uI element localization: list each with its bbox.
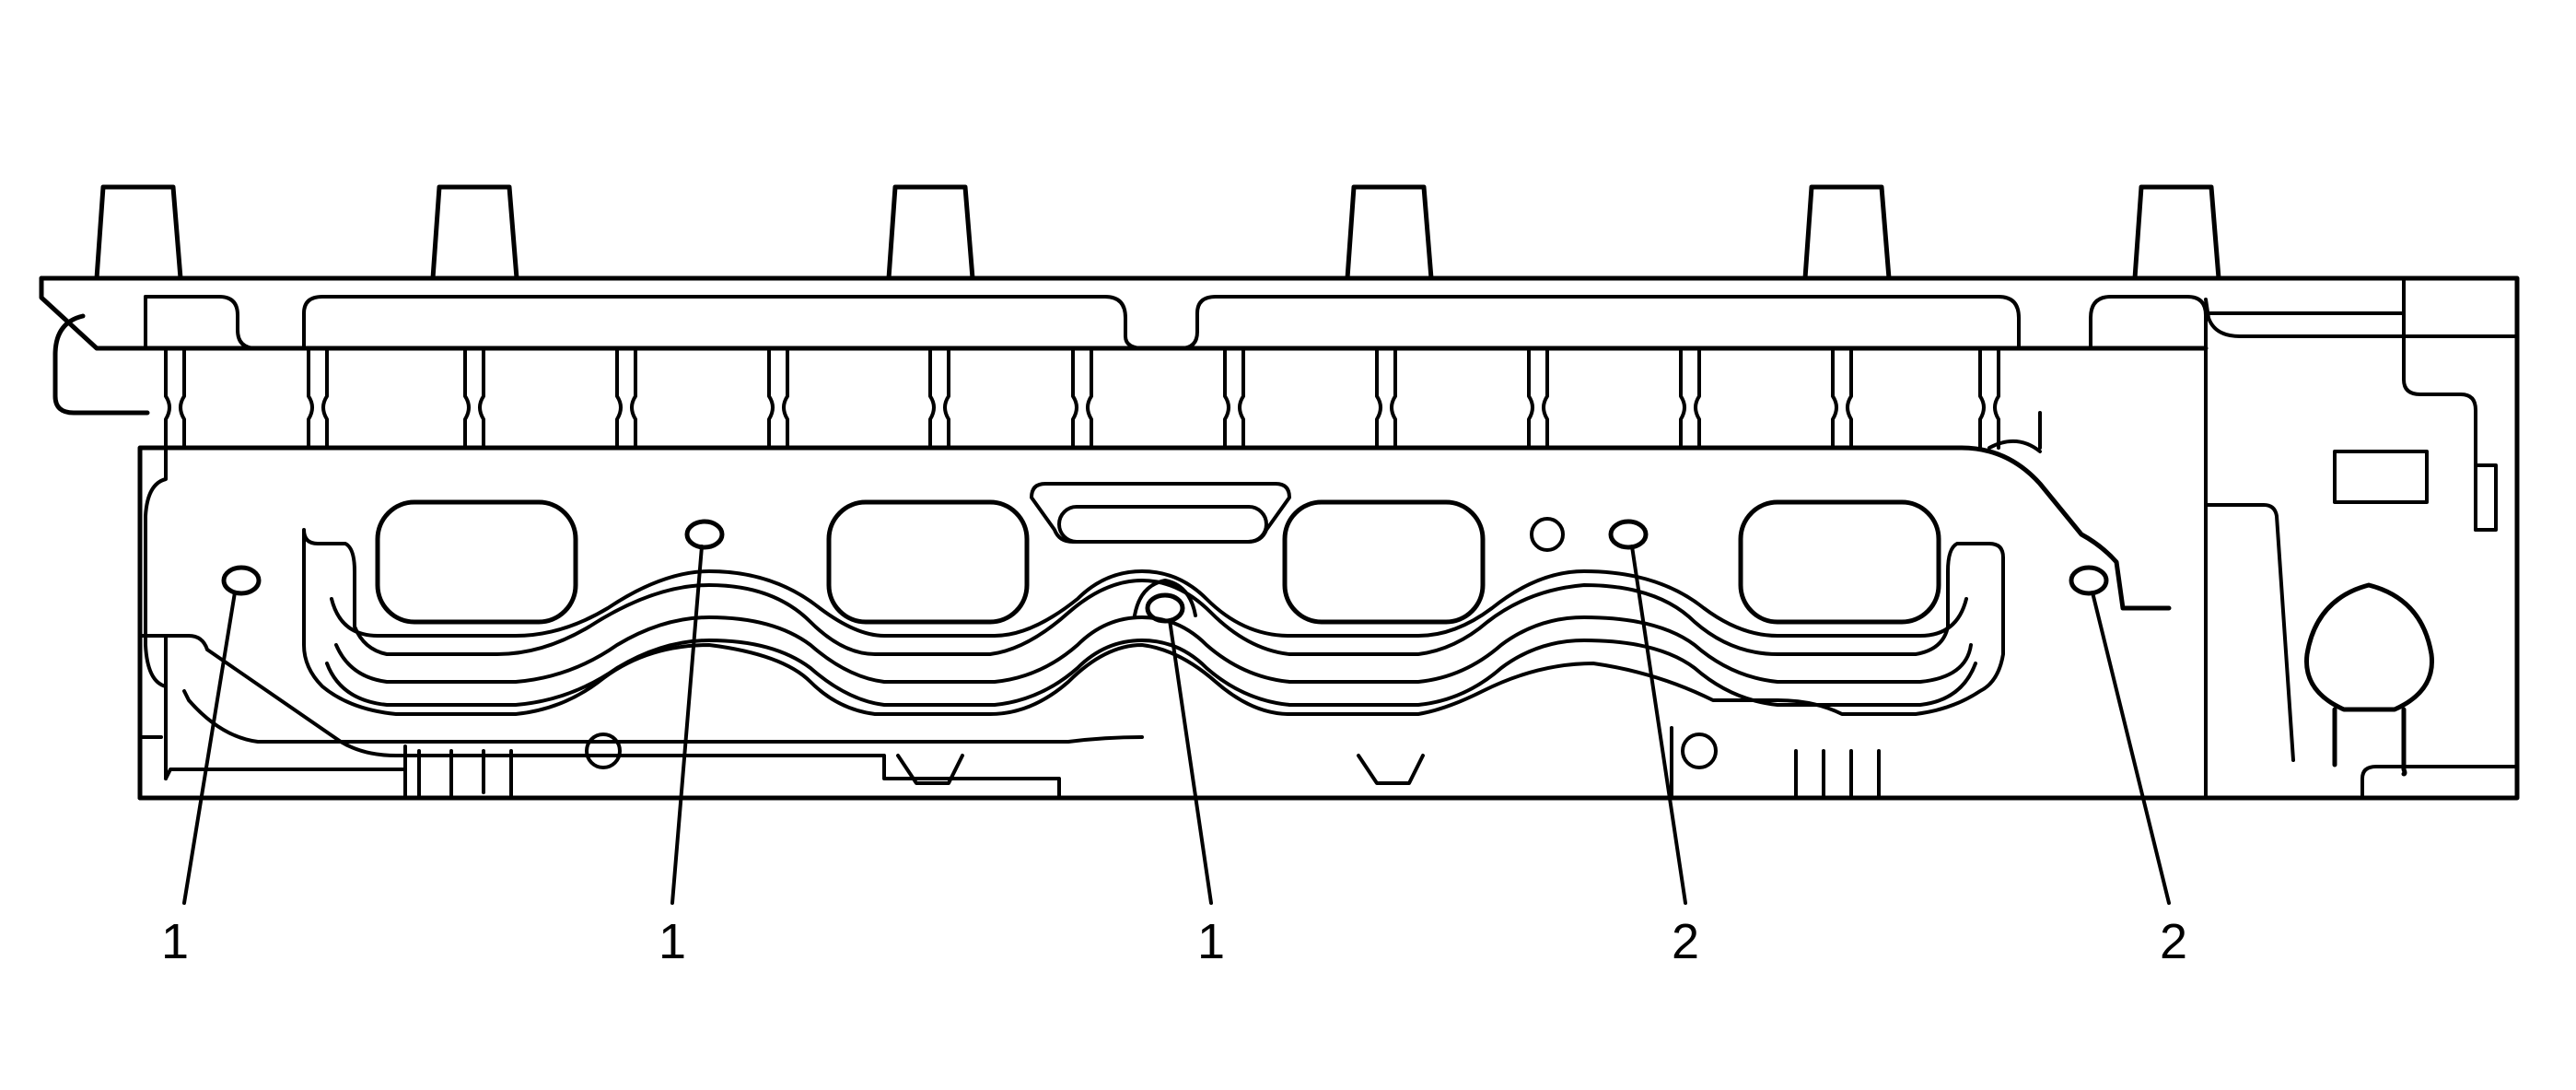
bearing-tower-3 — [886, 184, 975, 281]
leader-line-3 — [1168, 618, 1213, 905]
end-boss — [2332, 707, 2407, 777]
top-deck — [39, 275, 2520, 801]
stud-hole-4 — [1608, 519, 1649, 550]
ports — [375, 499, 1941, 625]
leader-line-1 — [182, 591, 237, 905]
callout-labels: 1 1 1 2 2 — [161, 914, 2187, 969]
stud-holes — [221, 519, 2109, 624]
stud-hole-2 — [684, 519, 725, 550]
head-left-lower — [138, 634, 1061, 800]
bearing-towers — [94, 184, 2221, 281]
callout-label-2: 1 — [659, 914, 686, 969]
port-3 — [1282, 499, 1486, 625]
callout-label-4: 2 — [1672, 914, 1699, 969]
callout-label-5: 2 — [2160, 914, 2187, 969]
head-right-end — [2204, 276, 2519, 800]
bearing-tower-6 — [2132, 184, 2221, 281]
gasket-channels — [325, 569, 1977, 707]
stud-hole-5 — [2069, 565, 2109, 596]
leader-line-4 — [1630, 545, 1687, 905]
port-flange — [182, 528, 2005, 744]
leader-line-2 — [670, 545, 704, 905]
leader-lines — [182, 545, 2171, 905]
callout-label-1: 1 — [161, 914, 189, 969]
stud-hole-3 — [1145, 592, 1185, 624]
leader-line-5 — [2091, 591, 2171, 905]
bearing-tower-1 — [94, 184, 183, 281]
deck-ribs — [164, 346, 2000, 450]
center-slot — [1030, 482, 1291, 544]
bearing-tower-4 — [1345, 184, 1434, 281]
port-2 — [826, 499, 1030, 625]
bosses — [585, 517, 1881, 800]
head-body — [137, 411, 2295, 801]
callout-label-3: 1 — [1197, 914, 1225, 969]
port-4 — [1738, 499, 1941, 625]
bearing-tower-5 — [1802, 184, 1892, 281]
port-1 — [375, 499, 578, 625]
stud-hole-1 — [221, 565, 262, 596]
bearing-tower-2 — [430, 184, 519, 281]
